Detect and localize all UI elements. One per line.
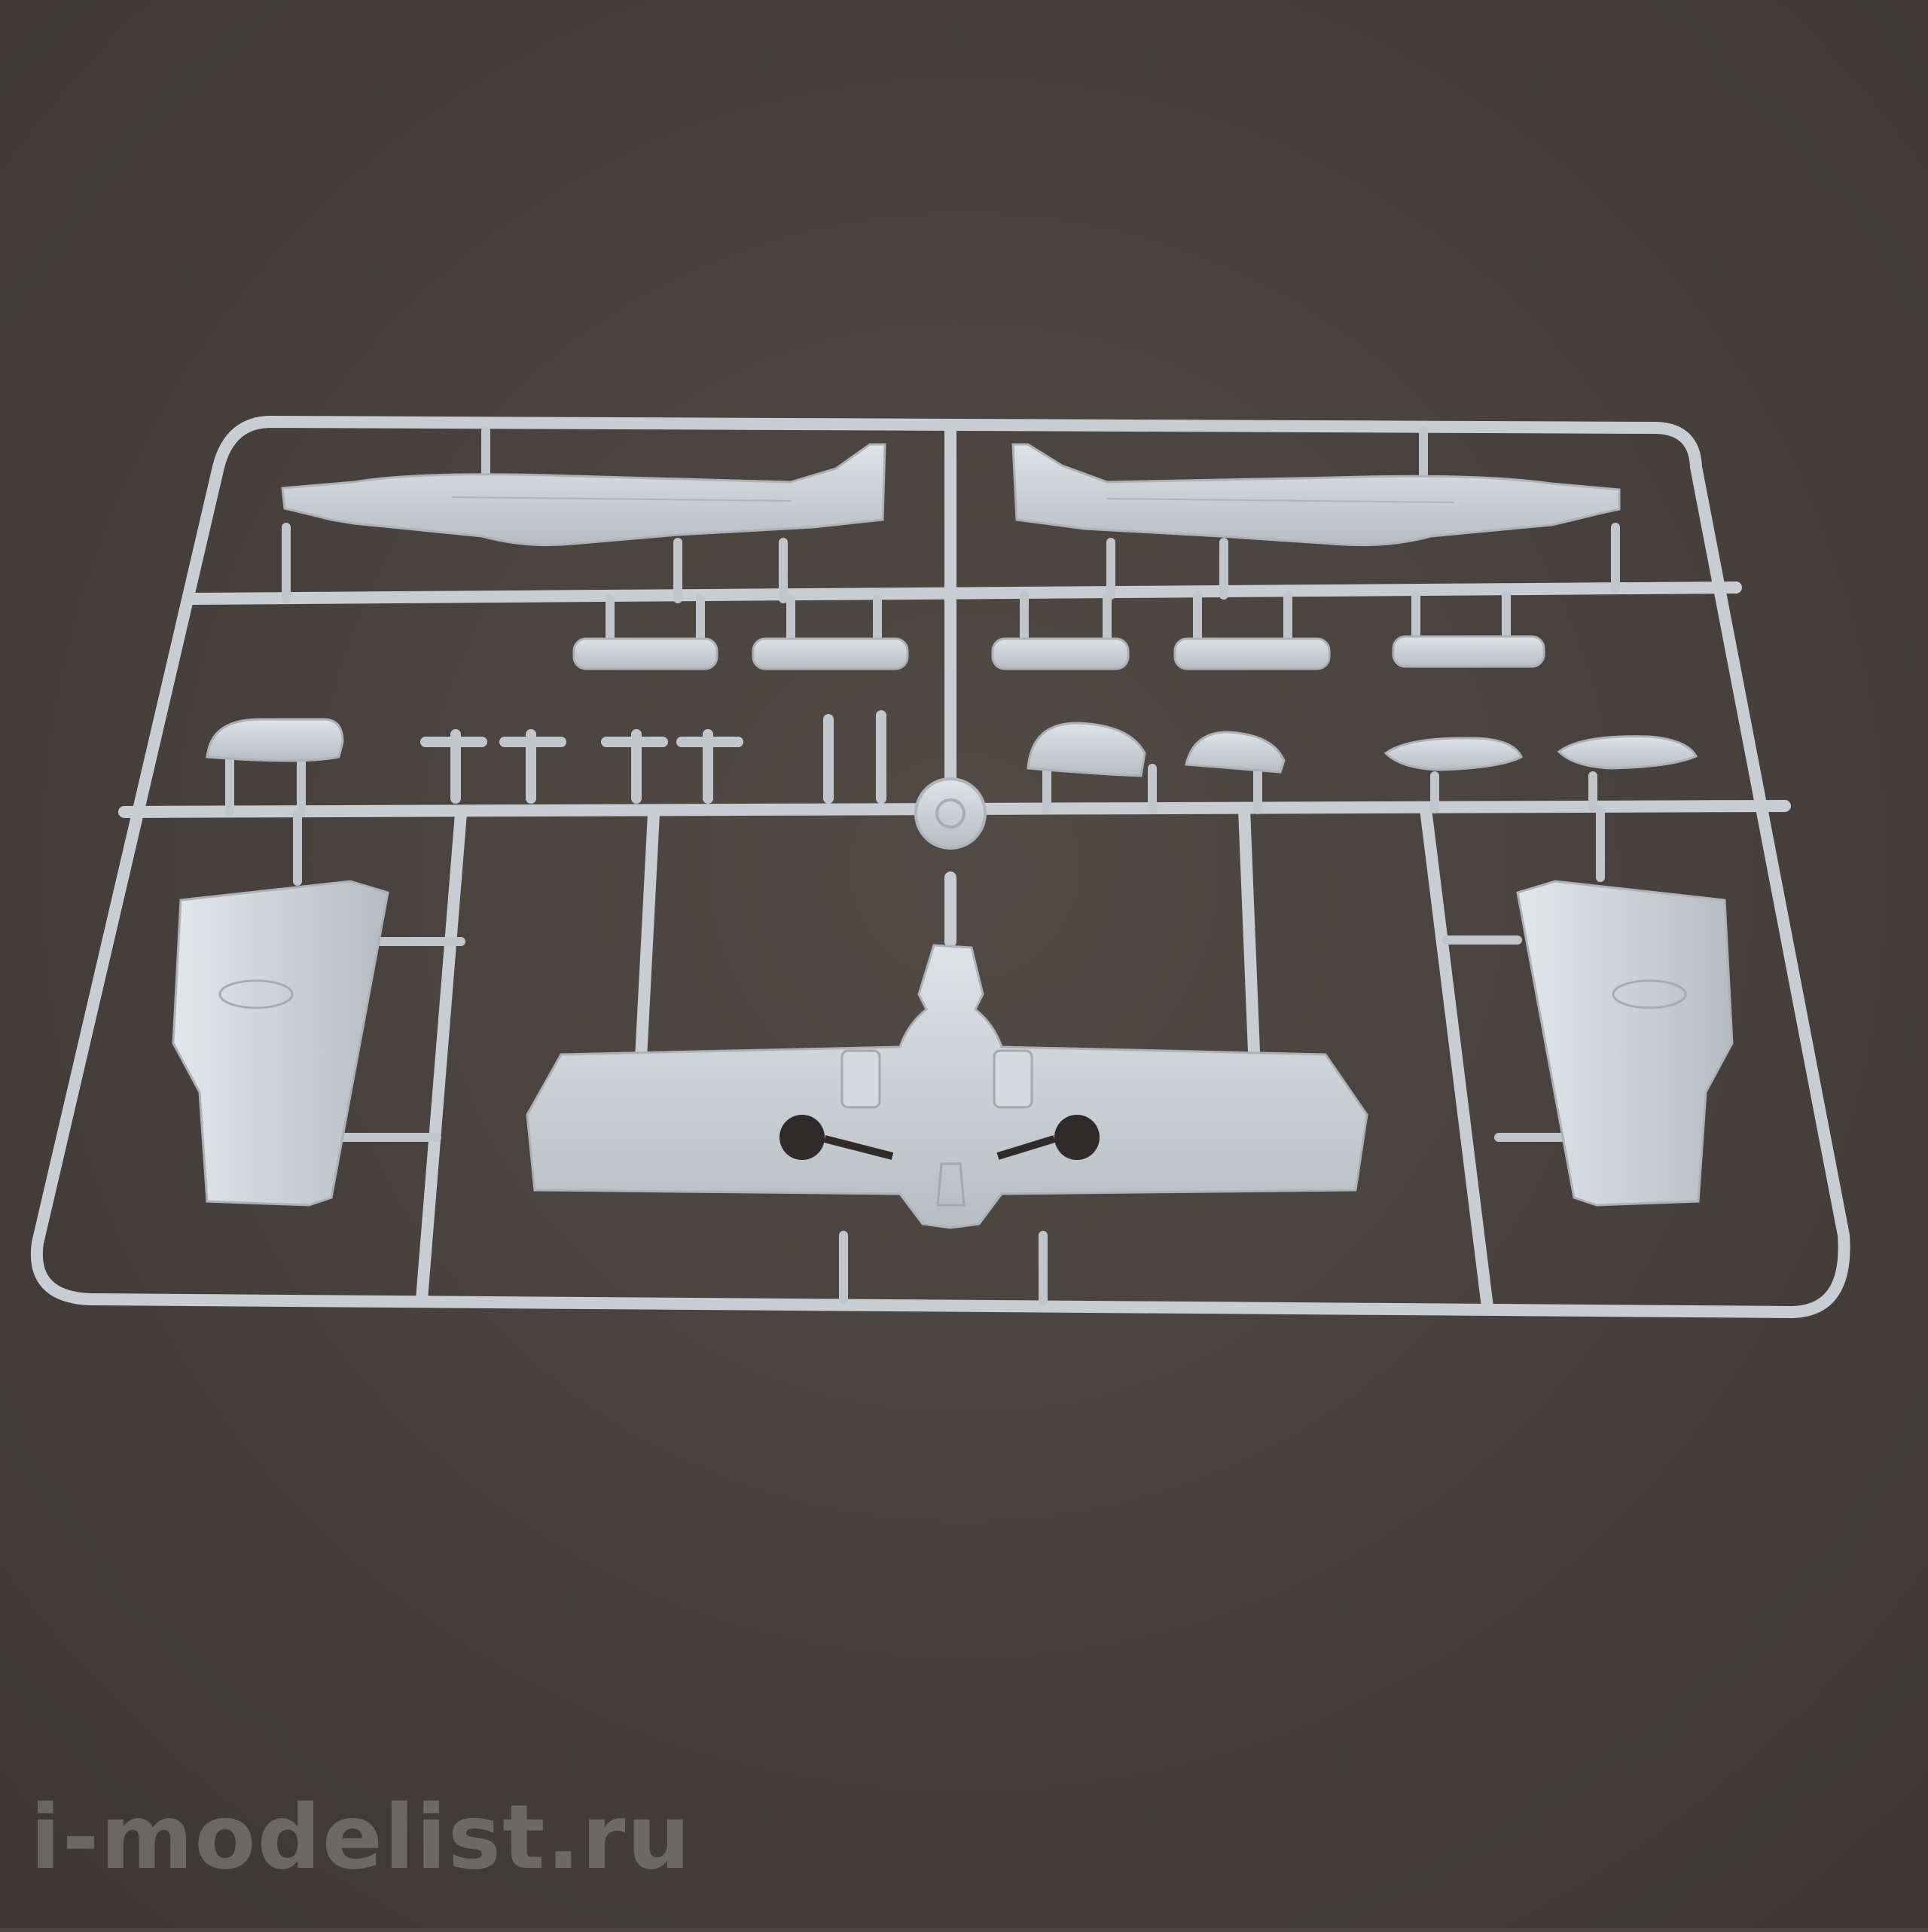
upper-wing-left [172,880,389,1207]
landing-gear-legs [420,710,886,804]
lower-wing-center [526,944,1368,1229]
watermark-text: i-modelist.ru [30,1785,692,1889]
upper-wing-right [1516,880,1734,1207]
sprue-hub [914,777,987,850]
sprue-frame [30,415,1850,1319]
small-parts-row [572,635,1545,670]
fuselage-right-half [1011,443,1621,547]
canopy-and-cowl-parts [206,718,1698,777]
fuselage-left-half [281,443,886,547]
